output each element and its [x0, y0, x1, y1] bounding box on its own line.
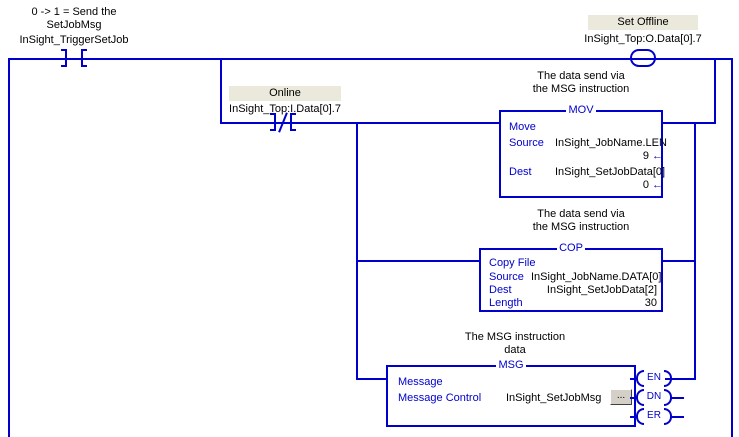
mov-operand-name: Move — [509, 121, 536, 133]
inner-branch-vertical — [356, 122, 358, 380]
set-offline-tag-label: InSight_Top:O.Data[0].7 — [584, 33, 702, 45]
instruction-block-mov[interactable]: MOV Move Source InSight_JobName.LEN 9 ← … — [499, 104, 667, 198]
trigger-tag-label: InSight_TriggerSetJob — [19, 34, 129, 46]
cop-source-key: Source — [489, 271, 524, 283]
msg-browse-button[interactable]: ... — [610, 389, 632, 405]
mov-block-title: MOV — [501, 104, 661, 116]
branch-to-cop-wire — [356, 260, 479, 262]
cop-mnemonic: COP — [557, 242, 585, 254]
mov-comment-line-1: The data send via — [537, 70, 625, 82]
contact-tip-top-left — [61, 49, 66, 51]
instruction-block-msg[interactable]: MSG Message Message Control InSight_SetJ… — [386, 359, 636, 427]
trigger-comment-line-1: 0 -> 1 = Send the — [31, 6, 117, 18]
msg-control-key: Message Control — [398, 392, 482, 404]
mov-source-result-arrow-icon: ← — [652, 150, 663, 162]
contact-tip-top-left — [270, 113, 275, 115]
coil-arc-right — [643, 49, 656, 67]
cop-source-value[interactable]: InSight_JobName.DATA[0] — [531, 271, 662, 283]
online-highlight-label: Online — [229, 86, 341, 101]
msg-block-title: MSG — [388, 359, 634, 371]
msg-dn-right-stub — [670, 397, 684, 399]
msg-output-label-en: EN — [647, 372, 661, 383]
branch-online-wire — [220, 122, 356, 124]
contact-tip-top-right — [82, 49, 87, 51]
msg-comment-line-1: The MSG instruction — [464, 331, 566, 343]
msg-operand-name: Message — [398, 376, 443, 388]
cop-comment-line-2: the MSG instruction — [532, 221, 630, 233]
msg-er-right-stub — [670, 416, 684, 418]
contact-slash-normally-closed — [278, 112, 288, 133]
trigger-comment-line-2: SetJobMsg — [46, 19, 102, 31]
contact-bar-left — [65, 49, 67, 67]
mov-dest-result: 0 — [642, 179, 649, 191]
mov-source-value[interactable]: InSight_JobName.LEN — [555, 137, 667, 149]
main-rung-wire — [8, 58, 733, 60]
msg-mnemonic: MSG — [496, 359, 526, 371]
mov-dest-key: Dest — [509, 166, 532, 178]
right-power-rail — [731, 58, 733, 437]
contact-insight-top-online[interactable] — [270, 112, 296, 133]
msg-output-coil-dn: DN — [636, 389, 672, 406]
cop-length-key: Length — [489, 297, 523, 309]
contact-bar-left — [274, 113, 276, 131]
cop-dest-key: Dest — [489, 284, 512, 296]
mov-mnemonic: MOV — [566, 104, 596, 116]
right-collector-vertical-main — [694, 122, 696, 380]
mov-dest-result-arrow-icon: ← — [652, 179, 663, 191]
cop-output-to-collector-wire — [661, 260, 696, 262]
cop-comment-line-1: The data send via — [537, 208, 625, 220]
msg-output-coil-er: ER — [636, 408, 672, 425]
branch-left-vertical — [220, 58, 222, 124]
cop-block-title: COP — [481, 242, 661, 254]
coil-set-offline[interactable] — [630, 49, 656, 67]
cop-length-value[interactable]: 30 — [644, 297, 657, 309]
contact-tip-bottom-right — [82, 65, 87, 67]
contact-tip-top-right — [291, 113, 296, 115]
left-power-rail — [8, 58, 10, 437]
mov-comment-line-2: the MSG instruction — [532, 83, 630, 95]
coil-arc-left — [630, 49, 643, 67]
instruction-block-cop[interactable]: COP Copy File Source InSight_JobName.DAT… — [479, 242, 663, 312]
msg-output-coil-en: EN — [636, 370, 672, 387]
online-tag-label: InSight_Top:I.Data[0].7 — [229, 103, 341, 115]
msg-output-label-dn: DN — [646, 391, 662, 402]
msg-en-to-collector-wire — [665, 378, 696, 380]
branch-to-mov-wire — [356, 122, 501, 124]
cop-operand-name: Copy File — [489, 257, 536, 269]
mov-output-to-collector-wire — [661, 122, 716, 124]
cop-dest-value[interactable]: InSight_SetJobData[2] — [546, 284, 657, 296]
right-collector-vertical-upper — [714, 58, 716, 124]
msg-dn-left-stub — [630, 397, 638, 399]
msg-er-left-stub — [630, 416, 638, 418]
contact-tip-bottom-right — [291, 129, 296, 131]
contact-bar-right — [81, 49, 83, 67]
mov-source-key: Source — [509, 137, 544, 149]
contact-insight-triggersetjob[interactable] — [61, 49, 87, 67]
msg-comment-line-2: data — [504, 344, 526, 356]
mov-dest-value[interactable]: InSight_SetJobData[0] — [555, 166, 666, 178]
contact-bar-right — [290, 113, 292, 131]
contact-tip-bottom-left — [270, 129, 275, 131]
mov-source-result: 9 — [642, 150, 649, 162]
msg-output-label-er: ER — [647, 410, 661, 421]
msg-control-value[interactable]: InSight_SetJobMsg — [506, 392, 602, 404]
contact-tip-bottom-left — [61, 65, 66, 67]
msg-en-left-stub — [630, 378, 638, 380]
branch-to-msg-wire — [356, 378, 387, 380]
set-offline-highlight-label: Set Offline — [588, 15, 698, 30]
